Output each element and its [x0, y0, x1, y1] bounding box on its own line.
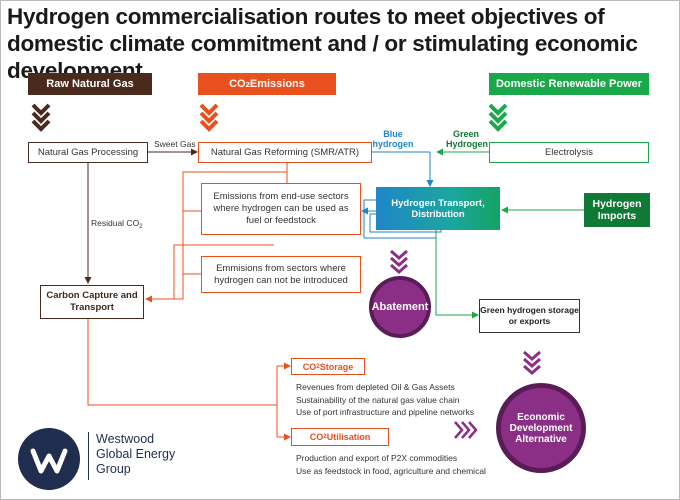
economic-development-circle: Economic Development Alternative [496, 383, 586, 473]
logo-divider [88, 432, 89, 480]
util-note: Use as feedstock in food, agriculture an… [296, 465, 486, 476]
logo-line2: Global Energy [96, 447, 176, 461]
to-storage-exports-arrow [435, 232, 479, 319]
storage-note: Use of port infrastructure and pipeline … [296, 407, 475, 417]
raw-gas-chevrons [31, 103, 51, 132]
co2-storage-prefix: CO [302, 361, 317, 372]
logo-line3: Group [96, 462, 131, 476]
green-hydrogen-label: Green Hydrogen [446, 129, 489, 149]
co2-sub: 2 [245, 79, 250, 89]
to-economic-chevrons [454, 421, 478, 439]
raw-natural-gas-header: Raw Natural Gas [28, 73, 152, 95]
storage-note: Sustainability of the natural gas value … [296, 394, 460, 405]
co2-utilisation-notes: Production and export of P2X commodities… [296, 452, 486, 477]
electrolysis-box: Electrolysis [489, 142, 649, 163]
reforming-to-ccs-line [145, 171, 287, 303]
westwood-logo [18, 428, 80, 490]
co2-util-prefix: CO [309, 432, 324, 442]
carbon-capture-box: Carbon Capture and Transport [40, 285, 144, 319]
economic-chevrons [523, 350, 541, 375]
renewable-chevrons [488, 103, 508, 132]
ccs-to-storage-line [87, 318, 277, 406]
co2-suffix: Emissions [249, 78, 305, 90]
co2-storage-notes: Revenues from depleted Oil & Gas Assets … [296, 381, 474, 419]
residual-co2-sub: 2 [139, 224, 143, 230]
enduse-down-line [173, 244, 274, 299]
co2-util-sub: 2 [323, 433, 327, 440]
transport-loop-inner-line [369, 213, 442, 233]
residual-co2-label: Residual CO2 [91, 218, 143, 232]
abatement-circle: Abatement [369, 276, 431, 338]
abatement-chevrons [390, 249, 408, 274]
util-note: Production and export of P2X commodities [296, 453, 458, 463]
natural-gas-reforming-box: Natural Gas Reforming (SMR/ATR) [198, 142, 372, 163]
non-hydrogen-emissions-box: Emmisions from sectors where hydrogen ca… [201, 256, 361, 293]
storage-note: Revenues from depleted Oil & Gas Assets [296, 382, 455, 392]
co2-chevrons [199, 103, 219, 132]
logo-line1: Westwood [96, 432, 155, 446]
co2-storage-sub: 2 [316, 362, 320, 370]
co2-prefix: CO [229, 78, 246, 90]
hydrogen-transport-box: Hydrogen Transport, Distribution [376, 187, 500, 230]
natural-gas-processing-box: Natural Gas Processing [28, 142, 148, 163]
co2-storage-suffix: Storage [319, 361, 354, 372]
blue-hydrogen-label: Blue hydrogen [372, 129, 414, 149]
logo-text: Westwood Global Energy Group [96, 432, 175, 477]
w-mark-icon [30, 448, 68, 474]
end-use-emissions-box: Emissions from end-use sectors where hyd… [201, 183, 361, 235]
co2-util-suffix: Utilisation [326, 432, 371, 442]
residual-co2-prefix: Residual CO [91, 218, 140, 228]
hydrogen-imports-box: Hydrogen Imports [584, 193, 650, 227]
sweet-gas-label: Sweet Gas [154, 139, 196, 149]
green-hydrogen-storage-box: Green hydrogen storage or exports [479, 299, 580, 333]
renewable-power-header: Domestic Renewable Power [489, 73, 649, 95]
